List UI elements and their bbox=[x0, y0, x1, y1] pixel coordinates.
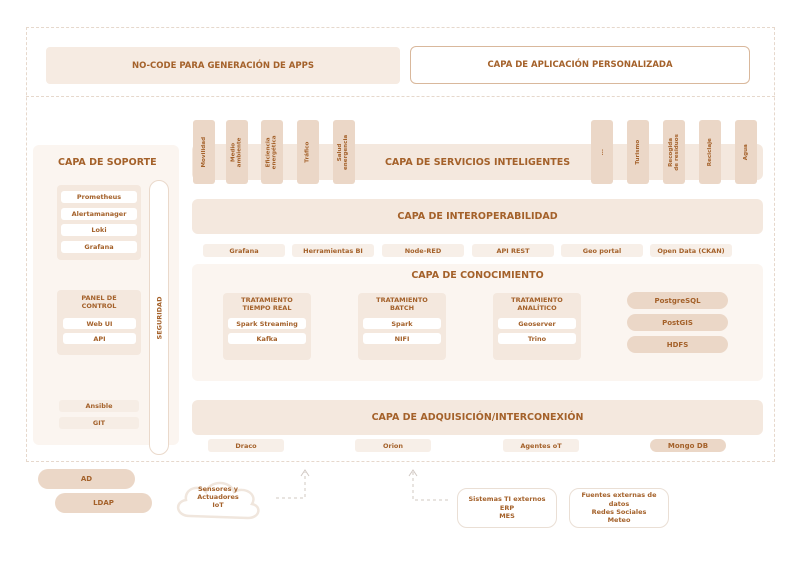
service-tab: Movilidad bbox=[193, 120, 215, 184]
top-divider bbox=[26, 96, 775, 97]
interop-item: Geo portal bbox=[561, 244, 643, 257]
service-tab: Recogida de residuos bbox=[663, 120, 685, 184]
acquisition-item: Mongo DB bbox=[650, 439, 726, 452]
service-tab: Medio ambiente bbox=[226, 120, 248, 184]
processing-item: Geoserver bbox=[498, 318, 576, 329]
support-tool: Grafana bbox=[61, 240, 137, 253]
tool-git: GIT bbox=[59, 417, 139, 429]
services-title: CAPA DE SERVICIOS INTELIGENTES bbox=[384, 156, 571, 168]
support-tool: Alertamanager bbox=[61, 207, 137, 220]
acquisition-item: Agentes oT bbox=[503, 439, 579, 452]
it-systems-box: Sistemas TI externos ERP MES bbox=[457, 488, 557, 528]
interop-item: API REST bbox=[472, 244, 554, 257]
knowledge-title: CAPA DE CONOCIMIENTO bbox=[411, 270, 544, 281]
arrow-up-icon bbox=[300, 469, 310, 477]
acquisition-item: Orion bbox=[355, 439, 431, 452]
support-tool: Prometheus bbox=[61, 191, 137, 203]
acquisition-item: Draco bbox=[208, 439, 284, 452]
interop-layer: CAPA DE INTEROPERABILIDAD bbox=[192, 199, 763, 234]
processing-item: NIFI bbox=[363, 333, 441, 344]
custom-app-label: CAPA DE APLICACIÓN PERSONALIZADA bbox=[487, 60, 673, 70]
service-tab: Agua bbox=[735, 120, 757, 184]
service-tab: Eficiencia energética bbox=[261, 120, 283, 184]
panel-item-api: API bbox=[63, 333, 136, 344]
cloud-icon bbox=[177, 481, 260, 520]
security-bar bbox=[149, 180, 169, 455]
custom-app-box: CAPA DE APLICACIÓN PERSONALIZADA bbox=[410, 46, 750, 84]
processing-group-title: TRATAMIENTO TIEMPO REAL bbox=[241, 296, 293, 312]
interop-item: Open Data (CKAN) bbox=[650, 244, 732, 257]
data-store: HDFS bbox=[627, 336, 728, 353]
data-store: PostGIS bbox=[627, 314, 728, 331]
service-tab: Tráfico bbox=[297, 120, 319, 184]
sensors-label: Sensores y Actuadores IoT bbox=[197, 485, 239, 509]
nocode-box: NO-CODE PARA GENERACIÓN DE APPS bbox=[46, 47, 400, 84]
service-tab: ... bbox=[591, 120, 613, 184]
interop-item: Herramientas BI bbox=[292, 244, 374, 257]
service-tab: Salud energencia bbox=[333, 120, 355, 184]
processing-item: Spark bbox=[363, 318, 441, 329]
nocode-label: NO-CODE PARA GENERACIÓN DE APPS bbox=[132, 60, 314, 71]
connector-it bbox=[412, 472, 448, 501]
interop-item: Node-RED bbox=[382, 244, 464, 257]
tool-ansible: Ansible bbox=[59, 400, 139, 412]
processing-group-title: TRATAMIENTO BATCH bbox=[376, 296, 428, 312]
acquisition-title: CAPA DE ADQUISICIÓN/INTERCONEXIÓN bbox=[371, 412, 584, 423]
interop-item: Grafana bbox=[203, 244, 285, 257]
interop-title: CAPA DE INTEROPERABILIDAD bbox=[397, 211, 558, 222]
control-panel-title: PANEL DE CONTROL bbox=[81, 294, 117, 310]
auth-ad: AD bbox=[38, 469, 135, 489]
acquisition-layer: CAPA DE ADQUISICIÓN/INTERCONEXIÓN bbox=[192, 400, 763, 435]
auth-ldap: LDAP bbox=[55, 493, 152, 513]
sensors-cloud bbox=[177, 481, 260, 520]
support-title: CAPA DE SOPORTE bbox=[58, 157, 157, 168]
processing-item: Kafka bbox=[228, 333, 306, 344]
outer-frame bbox=[26, 27, 775, 462]
connector-sensors bbox=[276, 472, 306, 499]
arrow-up-icon-2 bbox=[408, 469, 418, 477]
data-store: PostgreSQL bbox=[627, 292, 728, 309]
service-tab: Turismo bbox=[627, 120, 649, 184]
processing-item: Trino bbox=[498, 333, 576, 344]
external-sources-box: Fuentes externas de datos Redes Sociales… bbox=[569, 488, 669, 528]
processing-item: Spark Streaming bbox=[228, 318, 306, 329]
support-tool: Loki bbox=[61, 224, 137, 236]
service-tab: Reciclaje bbox=[699, 120, 721, 184]
processing-group-title: TRATAMIENTO ANALÍTICO bbox=[511, 296, 563, 312]
panel-item-webui: Web UI bbox=[63, 318, 136, 329]
